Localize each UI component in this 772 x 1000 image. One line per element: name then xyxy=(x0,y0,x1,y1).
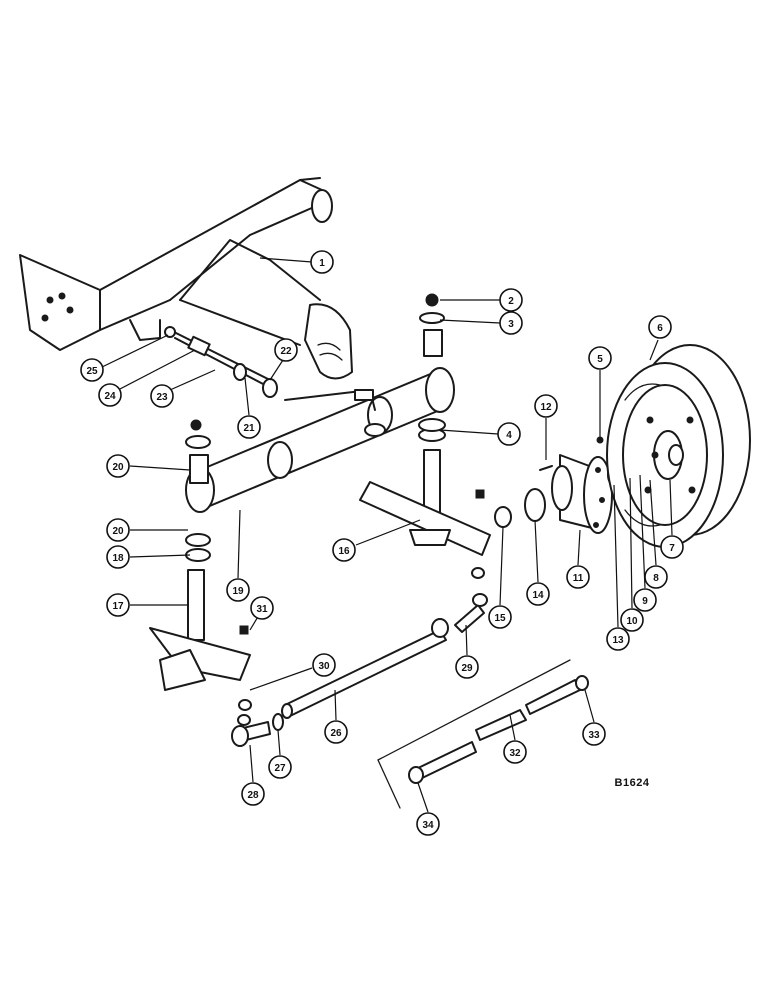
leader-lines xyxy=(99,257,673,813)
callout-label: 26 xyxy=(330,728,342,739)
left-spindle xyxy=(149,419,251,691)
callout-label: 3 xyxy=(508,319,514,330)
callout-2: 2 xyxy=(499,288,523,312)
callout-33: 33 xyxy=(582,722,606,746)
callout-label: 25 xyxy=(86,366,98,377)
frame-rail-part xyxy=(19,177,353,380)
callout-label: 22 xyxy=(280,346,292,357)
callout-label: 28 xyxy=(247,790,259,801)
callout-label: 23 xyxy=(156,392,168,403)
callout-32: 32 xyxy=(503,740,527,764)
callout-label: 30 xyxy=(318,661,330,672)
callout-label: 4 xyxy=(506,430,512,441)
front-axle-beam xyxy=(185,367,455,513)
callout-4: 4 xyxy=(497,422,521,446)
callout-label: 33 xyxy=(588,730,600,741)
callout-16: 16 xyxy=(332,538,356,562)
callout-34: 34 xyxy=(416,812,440,836)
callout-3: 3 xyxy=(499,311,523,335)
callout-31: 31 xyxy=(250,596,274,620)
callout-12: 12 xyxy=(534,394,558,418)
callout-label: 10 xyxy=(626,616,638,627)
callout-10: 10 xyxy=(620,608,644,632)
callout-label: 29 xyxy=(461,663,473,674)
wheel-rim xyxy=(606,344,751,548)
callout-label: 20 xyxy=(112,526,124,537)
callout-label: 14 xyxy=(532,590,544,601)
callout-label: 6 xyxy=(657,323,663,334)
small-parts xyxy=(238,489,512,711)
callout-26: 26 xyxy=(324,720,348,744)
callout-19: 19 xyxy=(226,578,250,602)
callout-label: 16 xyxy=(338,546,350,557)
callout-label: 32 xyxy=(509,748,521,759)
callout-label: 7 xyxy=(669,543,675,554)
right-spindle xyxy=(359,293,491,556)
callout-label: 17 xyxy=(112,601,124,612)
callout-24: 24 xyxy=(98,383,122,407)
callout-label: 21 xyxy=(243,423,255,434)
callout-20-upper: 20 xyxy=(106,454,130,478)
callout-29: 29 xyxy=(455,655,479,679)
callout-18: 18 xyxy=(106,545,130,569)
callout-label: 1 xyxy=(319,258,325,269)
callout-label: 20 xyxy=(112,462,124,473)
callout-label: 27 xyxy=(274,763,286,774)
pivot-pin-assembly xyxy=(164,326,278,398)
callout-label: 34 xyxy=(422,820,434,831)
callout-14: 14 xyxy=(526,582,550,606)
callout-22: 22 xyxy=(274,338,298,362)
callout-label: 11 xyxy=(573,573,584,584)
callout-27: 27 xyxy=(268,755,292,779)
drawing-id: B1624 xyxy=(615,777,650,789)
callout-label: 13 xyxy=(612,635,624,646)
callout-7: 7 xyxy=(660,535,684,559)
callout-30: 30 xyxy=(312,653,336,677)
callout-21: 21 xyxy=(237,415,261,439)
callout-23: 23 xyxy=(150,384,174,408)
callout-13: 13 xyxy=(606,627,630,651)
callout-label: 2 xyxy=(508,296,514,307)
callout-28: 28 xyxy=(241,782,265,806)
callout-label: 8 xyxy=(653,573,659,584)
callout-label: 31 xyxy=(256,604,268,615)
callout-label: 24 xyxy=(104,391,116,402)
callout-15: 15 xyxy=(488,605,512,629)
callout-9: 9 xyxy=(633,588,657,612)
callout-label: 15 xyxy=(494,613,506,624)
callout-5: 5 xyxy=(588,346,612,370)
callout-25: 25 xyxy=(80,358,104,382)
callout-label: 19 xyxy=(232,586,244,597)
callout-20-lower: 20 xyxy=(106,518,130,542)
callout-17: 17 xyxy=(106,593,130,617)
callout-label: 18 xyxy=(112,553,124,564)
callout-label: 9 xyxy=(642,596,648,607)
callout-label: 12 xyxy=(540,402,552,413)
tie-rod xyxy=(231,593,488,747)
callout-8: 8 xyxy=(644,565,668,589)
callout-1: 1 xyxy=(310,250,334,274)
callout-6: 6 xyxy=(648,315,672,339)
drag-link xyxy=(377,659,589,809)
callout-11: 11 xyxy=(566,565,590,589)
callout-label: 5 xyxy=(597,354,603,365)
